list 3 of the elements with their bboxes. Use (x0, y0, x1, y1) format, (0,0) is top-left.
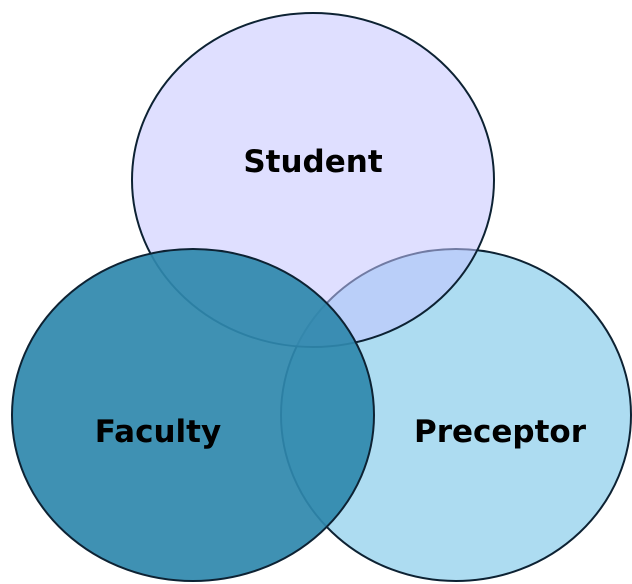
set-label: Student (243, 144, 383, 180)
set-label: Preceptor (414, 414, 586, 450)
set-label: Faculty (94, 414, 222, 450)
